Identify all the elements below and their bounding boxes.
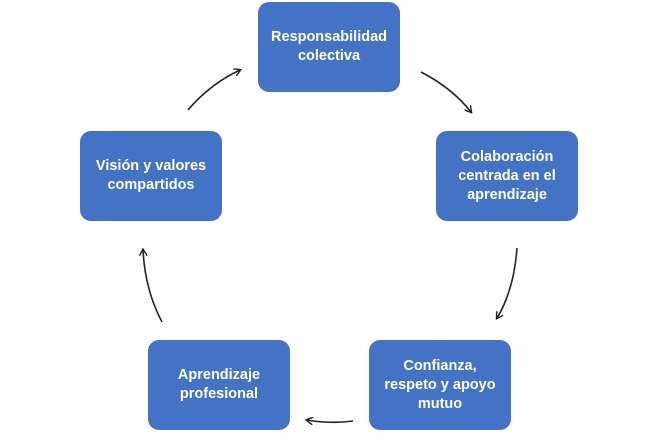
node-label: Responsabilidad colectiva (270, 29, 388, 64)
node-colaboracion: Colaboración centrada en el aprendizaje (436, 131, 578, 221)
node-aprendizaje-profesional: Aprendizaje profesional (148, 340, 290, 430)
node-confianza: Confianza, respeto y apoyo mutuo (369, 340, 511, 430)
arrow-4-to-5 (143, 250, 163, 323)
node-vision-valores: Visión y valores compartidos (80, 131, 222, 221)
arrow-5-to-1 (187, 70, 240, 111)
node-label: Colaboración centrada en el aprendizaje (458, 148, 556, 203)
node-responsabilidad-colectiva: Responsabilidad colectiva (258, 2, 400, 92)
arrow-1-to-2 (420, 71, 471, 112)
arrow-2-to-3 (497, 247, 518, 318)
node-label: Visión y valores compartidos (95, 158, 207, 193)
node-label: Aprendizaje profesional (177, 367, 261, 402)
arrow-3-to-4 (307, 420, 354, 422)
node-label: Confianza, respeto y apoyo mutuo (384, 357, 496, 412)
